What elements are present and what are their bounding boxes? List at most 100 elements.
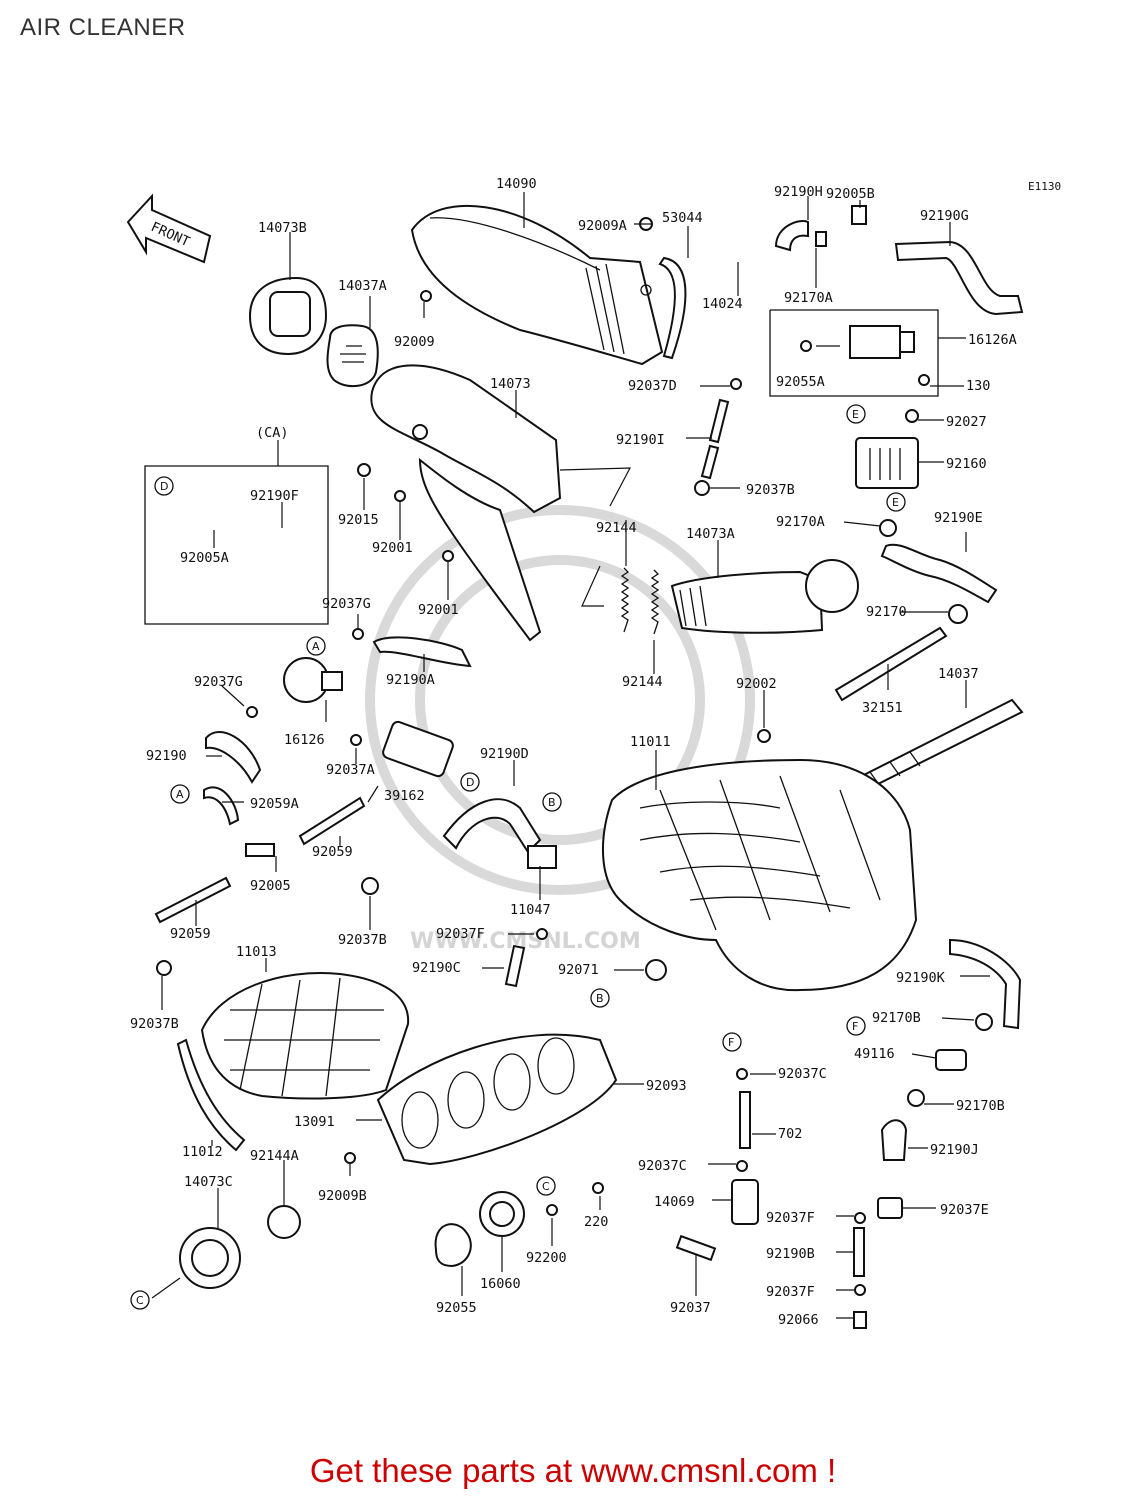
label-16126A: 16126A — [968, 332, 1017, 348]
front-arrow-icon: FRONT — [126, 193, 212, 264]
label-14073A: 14073A — [686, 526, 735, 542]
svg-text:B: B — [548, 796, 556, 809]
label-92144-2: 92144 — [622, 674, 663, 690]
label-16126: 16126 — [284, 732, 325, 748]
washer-92027 — [905, 409, 919, 423]
label-92190I: 92190I — [616, 432, 665, 448]
parts-diagram: WWW.CMSNL.COM FRONT E1130 (CA) — [126, 176, 1061, 1329]
label-11011: 11011 — [630, 734, 671, 750]
duct-14073A — [670, 559, 859, 634]
pipe-92059-1 — [298, 796, 366, 846]
screw-92009B — [344, 1152, 356, 1164]
label-92001-1: 92001 — [372, 540, 413, 556]
label-13091: 13091 — [294, 1114, 335, 1130]
leader-lines — [151, 192, 990, 1319]
svg-text:F: F — [728, 1036, 734, 1049]
bracket-92160 — [855, 437, 919, 489]
label-14073C: 14073C — [184, 1174, 233, 1190]
duct-14073 — [370, 364, 562, 642]
label-92009B: 92009B — [318, 1188, 367, 1204]
label-14090: 14090 — [496, 176, 537, 192]
label-92144A: 92144A — [250, 1148, 299, 1164]
grommet-92015 — [357, 463, 371, 477]
clip-92037F-2 — [854, 1212, 866, 1224]
label-92037F-1: 92037F — [436, 926, 485, 942]
label-92093: 92093 — [646, 1078, 687, 1094]
ref-b-1: B — [542, 792, 562, 812]
label-92071: 92071 — [558, 962, 599, 978]
label-92037E: 92037E — [940, 1202, 989, 1218]
label-92002: 92002 — [736, 676, 777, 692]
svg-text:C: C — [542, 1180, 550, 1193]
hose-92190H — [774, 220, 809, 252]
label-92170A: 92170A — [784, 290, 833, 306]
ref-b-2: B — [590, 988, 610, 1008]
footer-cta[interactable]: Get these parts at www.cmsnl.com ! — [309, 1452, 837, 1489]
svg-text:B: B — [596, 992, 604, 1005]
svg-text:C: C — [136, 1294, 144, 1307]
gasket-13091 — [376, 1033, 618, 1166]
label-92037B-3: 92037B — [130, 1016, 179, 1032]
hose-92190 — [205, 731, 262, 784]
label-92190E: 92190E — [934, 510, 983, 526]
clip-92037G-1 — [352, 628, 364, 640]
label-92190F: 92190F — [250, 488, 299, 504]
screw-92009 — [420, 290, 432, 302]
label-92190G: 92190G — [920, 208, 969, 224]
boot-14073B — [248, 276, 328, 356]
pipe-92190I — [700, 398, 730, 480]
label-92190H: 92190H — [774, 184, 823, 200]
label-92009A: 92009A — [578, 218, 627, 234]
label-92190: 92190 — [146, 748, 187, 764]
strip-53044 — [658, 256, 687, 360]
svg-text:E: E — [852, 408, 859, 421]
label-92027: 92027 — [946, 414, 987, 430]
hose-92190A — [372, 636, 472, 668]
clip-92037A — [350, 734, 362, 746]
label-11012: 11012 — [182, 1144, 223, 1160]
pipe-92190B — [853, 1227, 865, 1277]
seal-11012 — [176, 1038, 246, 1152]
joint-92005 — [245, 843, 275, 857]
clip-92037G-2 — [246, 706, 258, 718]
label-92190D: 92190D — [480, 746, 529, 762]
ref-e-1: E — [846, 404, 866, 424]
label-14024: 14024 — [702, 296, 743, 312]
ref-d-1: D — [154, 476, 174, 496]
part-labels: 14090 92009A 53044 92190H 92005B 92190G … — [130, 176, 1017, 1328]
screw-92001-2 — [442, 550, 454, 562]
label-92005B: 92005B — [826, 186, 875, 202]
label-702: 702 — [778, 1126, 802, 1142]
label-92059-2: 92059 — [170, 926, 211, 942]
ref-c-2: C — [130, 1290, 150, 1310]
label-92059-1: 92059 — [312, 844, 353, 860]
label-92190B: 92190B — [766, 1246, 815, 1262]
label-53044: 53044 — [662, 210, 703, 226]
label-92055A: 92055A — [776, 374, 825, 390]
label-92144-1: 92144 — [596, 520, 637, 536]
ref-c-1: C — [536, 1176, 556, 1196]
clamp-92037E — [877, 1197, 903, 1219]
label-11013: 11013 — [236, 944, 277, 960]
label-92037G-2: 92037G — [194, 674, 243, 690]
ca-group-label: (CA) — [256, 425, 289, 441]
label-92037D: 92037D — [628, 378, 677, 394]
valve-49116 — [935, 1049, 967, 1071]
filter-39162 — [382, 720, 454, 778]
label-92009: 92009 — [394, 334, 435, 350]
ref-f-2: F — [722, 1032, 742, 1052]
svg-text:D: D — [466, 776, 474, 789]
hose-92190E — [880, 543, 998, 604]
label-92055: 92055 — [436, 1300, 477, 1316]
label-92170: 92170 — [866, 604, 907, 620]
diagram-code: E1130 — [1028, 180, 1061, 193]
hose-92059A — [203, 786, 240, 826]
label-130: 130 — [966, 378, 990, 394]
label-39162: 39162 — [384, 788, 425, 804]
screw-92001-1 — [394, 490, 406, 502]
clamp-92005B — [851, 205, 867, 225]
grommet-92071 — [645, 959, 667, 981]
element-11013 — [200, 972, 410, 1100]
label-92005: 92005 — [250, 878, 291, 894]
cap-92066 — [853, 1311, 867, 1329]
